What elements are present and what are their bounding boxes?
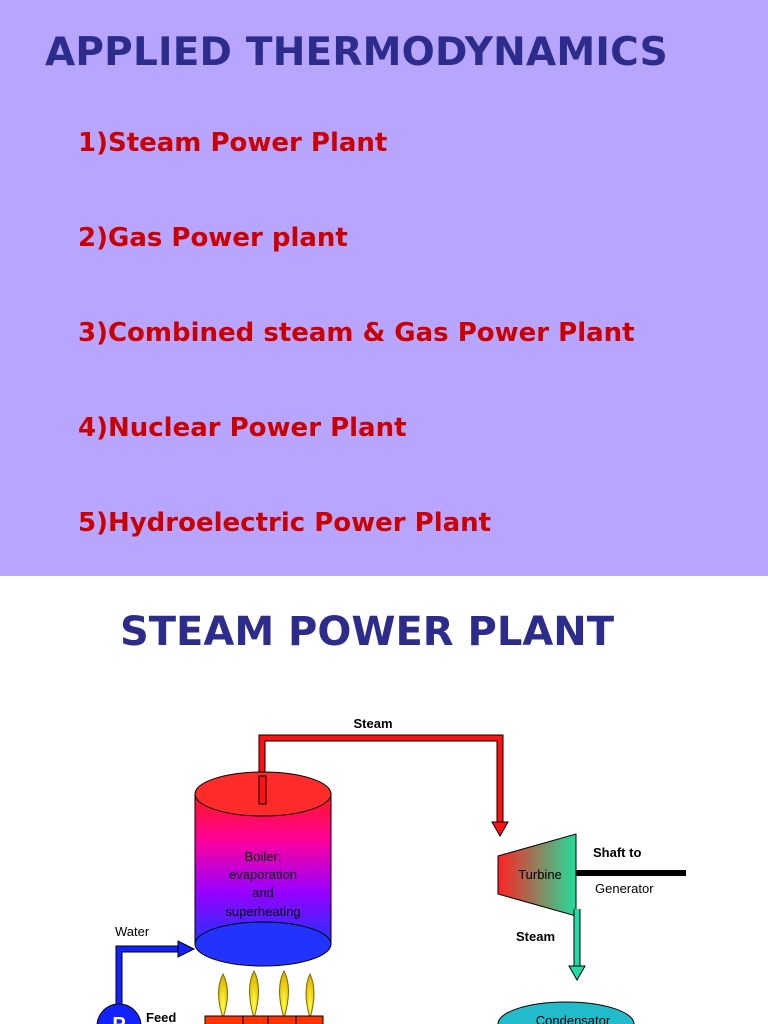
steam-label: Steam — [516, 929, 555, 944]
boiler-label: superheating — [225, 904, 300, 919]
water-label: Water — [115, 924, 150, 939]
slide-title: APPLIED THERMODYNAMICS — [45, 30, 668, 75]
list-item: 5)Hydroelectric Power Plant — [78, 508, 492, 538]
boiler-label: Boiler: — [245, 849, 282, 864]
feed-label: Feed — [146, 1010, 176, 1024]
steam-label: Steam — [353, 716, 392, 731]
boiler: Boiler: evaporation and superheating — [194, 771, 332, 967]
water-pipe — [115, 940, 196, 1016]
feed-pump: P — [96, 1003, 142, 1024]
turbine-label: Turbine — [518, 867, 562, 882]
list-item: 1)Steam Power Plant — [78, 128, 388, 158]
burner-flames — [204, 969, 324, 1024]
shaft-to-label: Shaft to — [593, 845, 641, 860]
condensator-label: Condensator — [536, 1013, 611, 1024]
shaft — [576, 870, 686, 876]
pump-label: P — [112, 1014, 125, 1024]
turbine: Turbine — [497, 833, 577, 917]
list-item: 2)Gas Power plant — [78, 223, 348, 253]
steam-pipe — [258, 734, 509, 838]
list-item: 3)Combined steam & Gas Power Plant — [78, 318, 635, 348]
condensator: Condensator — [497, 1001, 635, 1024]
list-item: 4)Nuclear Power Plant — [78, 413, 407, 443]
steam-power-plant-diagram: Boiler: evaporation and superheating P — [96, 716, 686, 1024]
boiler-label: and — [252, 885, 274, 900]
condenser-pipe — [568, 909, 586, 982]
boiler-label: evaporation — [229, 867, 297, 882]
slide-applied-thermodynamics: APPLIED THERMODYNAMICS 1)Steam Power Pla… — [0, 0, 768, 576]
slide-title: STEAM POWER PLANT — [119, 609, 615, 655]
slide-steam-power-plant: STEAM POWER PLANT — [0, 576, 768, 1024]
generator-label: Generator — [595, 881, 654, 896]
